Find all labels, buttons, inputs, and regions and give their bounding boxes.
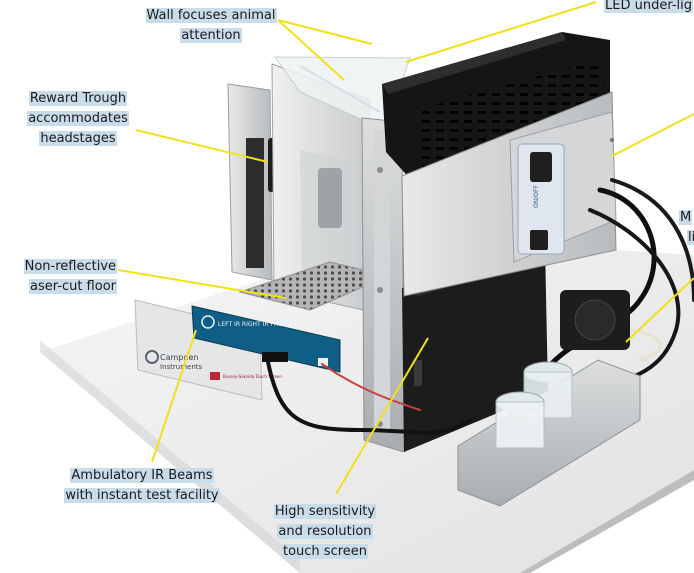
callout-right-line1: M xyxy=(679,210,693,225)
pump-unit xyxy=(560,290,630,350)
callout-touch-line3: touch screen xyxy=(281,544,369,559)
callout-reward-line1: Reward Trough xyxy=(28,91,128,106)
callout-ir-line2: with instant test facility xyxy=(64,488,220,503)
board-label: LEFT IR RIGHT IR FRONT IR xyxy=(218,321,299,328)
power-box xyxy=(517,143,565,255)
box-label: ON/OFF xyxy=(533,185,540,208)
logo-brand: Campden xyxy=(160,353,198,362)
callout-led: LED under-lig xyxy=(604,0,694,16)
callout-touch-screen: High sensitivity and resolution touch sc… xyxy=(266,502,384,562)
callout-ir-beams: Ambulatory IR Beams with instant test fa… xyxy=(60,466,224,506)
callout-reward-trough: Reward Trough accommodates headstages xyxy=(20,89,136,149)
callout-reward-line3: headstages xyxy=(39,131,117,146)
logo-sub: Instruments xyxy=(160,363,203,371)
power-switch[interactable] xyxy=(530,152,552,182)
callout-wall-line2: attention xyxy=(180,28,242,43)
callout-wall-line1: Wall focuses animal xyxy=(145,8,277,23)
callout-led-line1: LED under-lig xyxy=(604,0,694,13)
liquid-tray xyxy=(457,359,641,507)
front-frame xyxy=(361,117,405,453)
connector-port xyxy=(530,230,548,250)
callout-floor-line1: Non-reflective xyxy=(23,259,117,274)
callout-floor: Non-reflective aser-cut floor xyxy=(0,257,117,297)
callout-floor-line2: aser-cut floor xyxy=(29,279,117,294)
callout-right-line2: li xyxy=(687,230,694,245)
side-housing: ON/OFF xyxy=(401,91,617,297)
callout-right-cut: M li xyxy=(679,208,694,248)
callout-wall: Wall focuses animal attention xyxy=(140,6,282,46)
callout-touch-line1: High sensitivity xyxy=(273,504,377,519)
panel-text: Bussey-Saksida Touch Screen xyxy=(223,374,282,379)
callout-touch-line2: and resolution xyxy=(277,524,373,539)
ir-beam-board: LEFT IR RIGHT IR FRONT IR xyxy=(191,305,341,373)
callout-lines xyxy=(117,1,694,495)
callout-reward-line2: accommodates xyxy=(27,111,129,126)
callout-ir-line1: Ambulatory IR Beams xyxy=(70,468,214,483)
chamber-left-wall xyxy=(271,63,373,313)
flag-icon xyxy=(210,372,220,380)
